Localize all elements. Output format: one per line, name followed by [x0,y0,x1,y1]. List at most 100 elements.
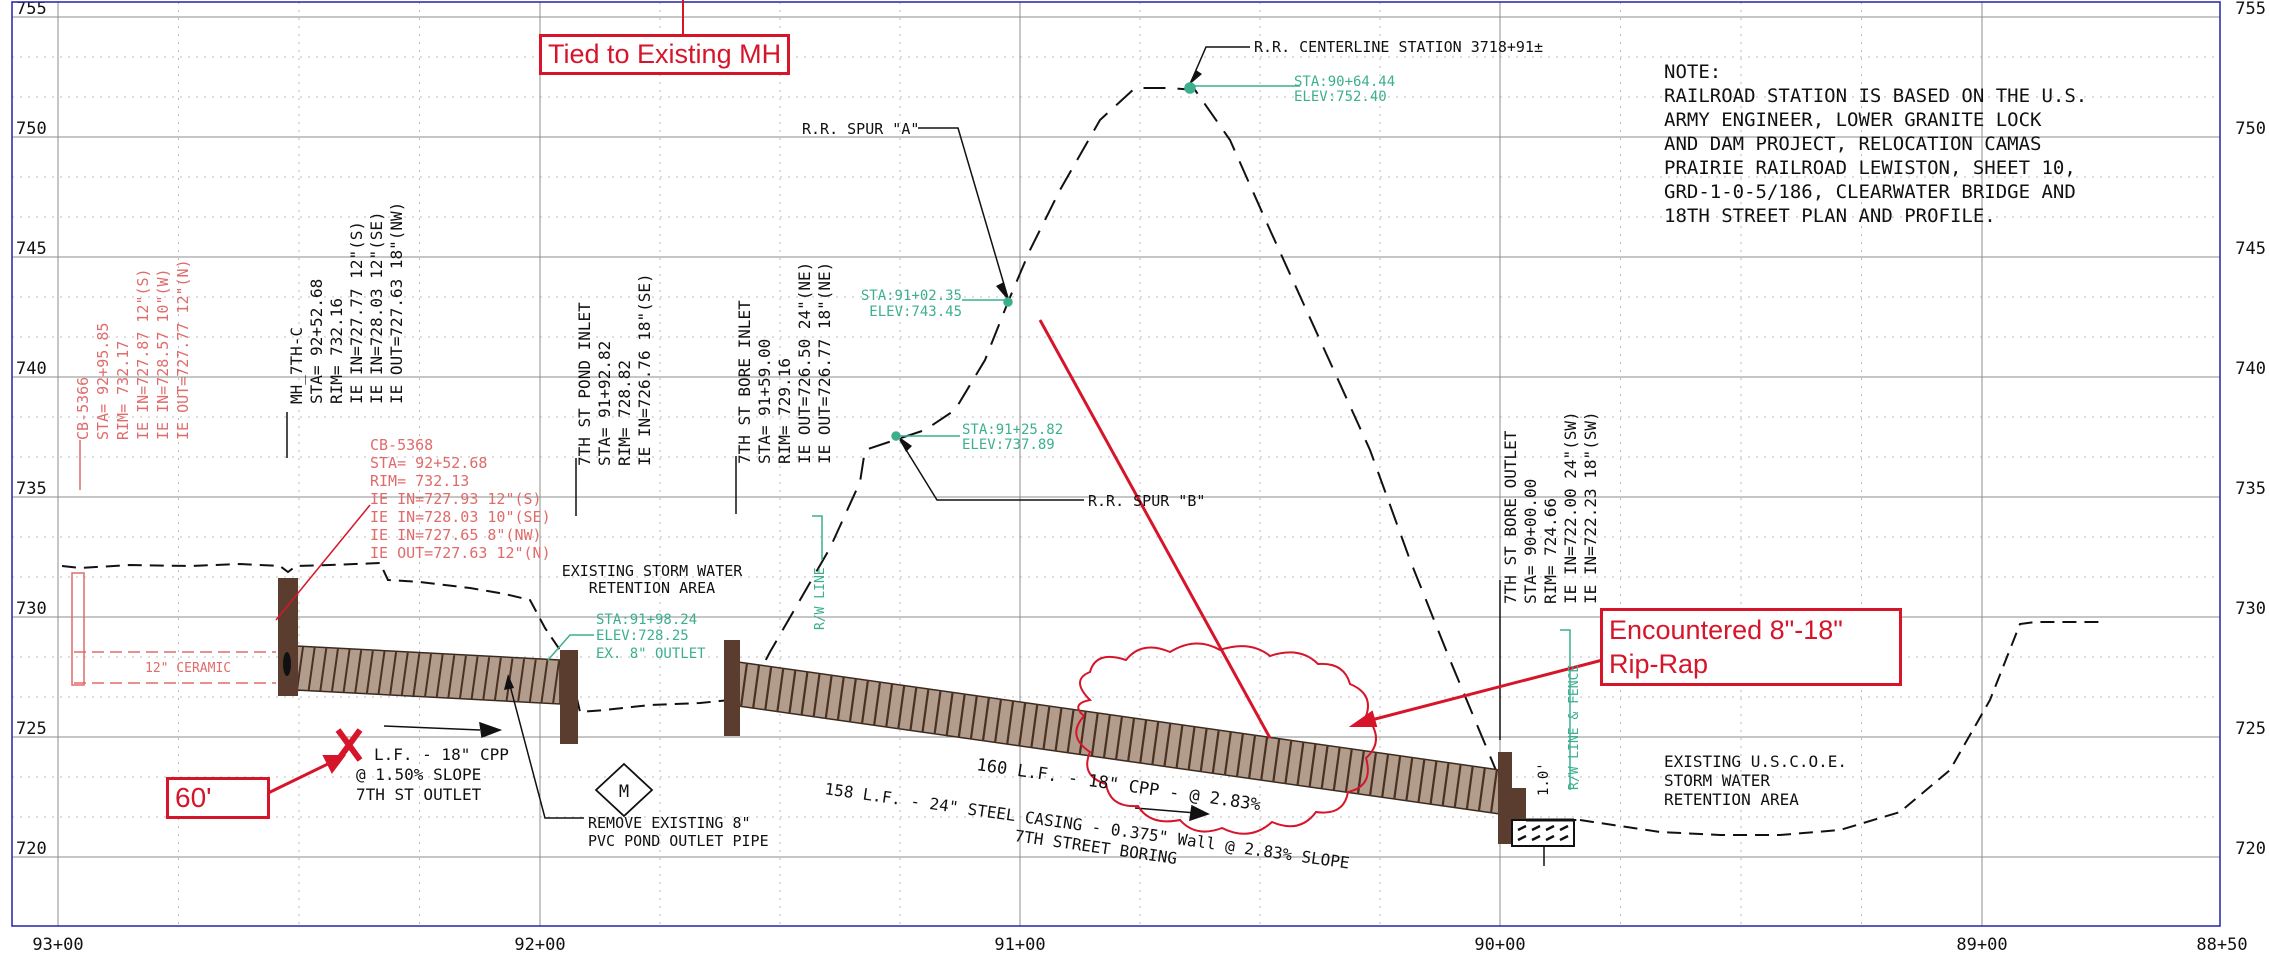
pipe-hatch-line [1405,756,1414,802]
elevation-label-right: 750 [2235,119,2266,139]
pipe-hatch-line [1417,758,1426,803]
cb5366-note: CB-5366 STA= 92+95.85 RIM= 732.17 IE IN=… [74,259,192,440]
note-title: NOTE: [1664,61,1721,83]
pipe-hatch-line [945,691,954,737]
pipe-hatch-line [1018,702,1027,747]
pipe-hatch-line [969,695,978,740]
rr-top-sta-line: STA:90+64.44 [1294,74,1395,90]
pipe-hatch-line [933,690,942,735]
pipe-hatch-line [836,676,845,721]
structure-pond-inlet [560,650,578,744]
spur-a-sta-line: ELEV:743.45 [869,304,962,320]
sixty-ft-callout: 60' [166,777,270,819]
cb5368-line: IE IN=728.03 10"(SE) [370,508,551,526]
railroad-profile [749,87,1580,821]
mh7thc-line: IE IN=728.03 12"(SE) [367,211,386,404]
elevation-label-left: 735 [16,479,47,499]
retention-line: RETENTION AREA [589,579,715,597]
spur-a-label: R.R. SPUR "A" [802,120,919,138]
pipe-hatch-line [885,683,894,728]
pipe-hatch-line [412,653,421,697]
riprap-callout: Encountered 8"-18" Rip-Rap [1600,608,1902,686]
elevation-label-right: 735 [2235,479,2266,499]
main-cpp-pipe [737,661,1501,815]
mh7thc-line: RIM= 732.16 [327,298,346,404]
pipe-hatch-line [1078,710,1087,756]
pipe-hatch-line [1344,748,1353,793]
cb5366-line: IE IN=728.57 10"(W) [154,268,172,440]
casing-label: 158 L.F. - 24" STEEL CASING - 0.375" Wal… [823,779,1350,872]
remove-pipe-line: REMOVE EXISTING 8" [588,814,751,832]
pipe-hatch-line [1247,734,1257,779]
pipe-hatch-line [482,657,491,701]
cpp-left-line: L.F. - 18" CPP [374,745,509,764]
station-label: 91+00 [994,935,1045,955]
leader-lines [286,46,1501,822]
usace-retention-label: EXISTING U.S.C.O.E. STORM WATER RETENTIO… [1664,752,1847,809]
note-line: GRD-1-0-5/186, CLEARWATER BRIDGE AND [1664,181,2076,203]
rr-centerline-label: R.R. CENTERLINE STATION 3718+91± [1254,38,1543,56]
spur-b-sta: STA:91+25.82 ELEV:737.89 [962,422,1063,453]
cpp-left-label: L.F. - 18" CPP @ 1.50% SLOPE 7TH ST OUTL… [356,745,509,804]
pipe-hatch-line [1332,746,1341,791]
bore-inlet-note: 7TH ST BORE INLET STA= 91+59.00 RIM= 729… [735,262,834,464]
pipe-hatch-line [1139,719,1148,764]
note-line: RAILROAD STATION IS BASED ON THE U.S. [1664,85,2087,107]
station-label: 92+00 [514,935,565,955]
cb5366-line: CB-5366 [74,377,92,440]
elevation-label-right: 740 [2235,359,2266,379]
pond-inlet-line: IE IN=726.76 18"(SE) [635,273,654,466]
outlet-sta-line: EX. 8" OUTLET [596,646,706,662]
pipe-hatch-line [981,697,991,742]
pipe-hatch-line [1054,707,1063,752]
pipe-hatch-line [1441,762,1450,807]
pipe-hatch-line [1163,722,1172,767]
pipe-hatch-line [921,688,930,733]
pipe-hatch-line [1489,768,1499,814]
cb5368-line: CB-5368 [370,436,433,454]
riprap-callout-line: Rip-Rap [1609,649,1709,679]
structure-bore-outlet [1498,752,1575,866]
bore-inlet-line: IE OUT=726.77 18"(NE) [815,262,834,464]
pipe-hatch-line [354,650,363,694]
ceramic-pipe [71,572,276,686]
cpp-left-line: 7TH ST OUTLET [356,785,482,804]
pipe-hatch-line [517,658,526,703]
elevation-label-right: 720 [2235,839,2266,859]
pipe-hatch-line [800,671,809,716]
pipe-hatch-line [1102,714,1111,759]
pipe-hatch-line [365,650,374,694]
pipe-hatch-line [528,659,537,703]
pipe-hatch-line [1114,715,1124,761]
pond-inlet-line: RIM= 728.82 [615,360,634,466]
usace-line: STORM WATER [1664,771,1770,790]
pipe-hatch-line [400,652,409,696]
pipe-hatch-line [1030,703,1039,749]
pipe-hatch-line [377,651,386,695]
spur-b-sta-line: STA:91+25.82 [962,422,1063,438]
pipe-hatch-line [872,681,882,726]
pipe-hatch-line [1199,727,1208,773]
pipe-hatch-line [764,666,773,711]
bore-outlet-line: 7TH ST BORE OUTLET [1501,430,1520,604]
usace-line: RETENTION AREA [1664,790,1799,809]
pipe-hatch-line [897,685,906,730]
manhole-symbol-letter: M [619,782,629,802]
bore-inlet-line: IE OUT=726.50 24"(NE) [795,262,814,464]
pipe-hatch-line [1175,724,1184,769]
mh7thc-note: MH_7TH-C STA= 92+52.68 RIM= 732.16 IE IN… [287,202,406,404]
elevation-label-left: 755 [16,0,47,19]
usace-line: EXISTING U.S.C.O.E. [1664,752,1847,771]
cb5366-line: RIM= 732.17 [114,341,132,440]
ground-line-right [1579,621,2100,836]
general-note: NOTE: RAILROAD STATION IS BASED ON THE U… [1664,61,2087,227]
elevation-label-left: 740 [16,359,47,379]
bore-outlet-note: 7TH ST BORE OUTLET STA= 90+00.00 RIM= 72… [1501,411,1600,604]
pipe-hatch-line [1066,709,1075,754]
station-label: 90+00 [1474,935,1525,955]
manhole-symbol: M [594,762,654,818]
pipe-hatch-line [993,698,1003,744]
pipe-hatch-line [307,647,316,691]
pipe-hatch-line [1042,705,1051,750]
